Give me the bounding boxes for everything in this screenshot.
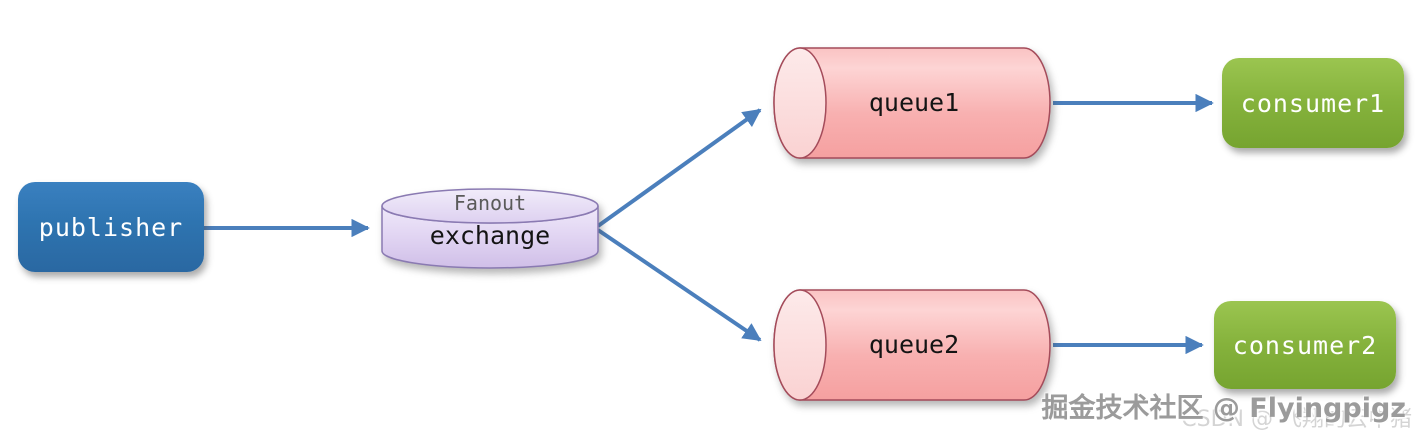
publisher-node: publisher <box>18 182 204 272</box>
consumer2-node: consumer2 <box>1214 301 1396 389</box>
publisher-label: publisher <box>38 212 184 242</box>
consumer1-node: consumer1 <box>1222 58 1404 148</box>
queue2-label: queue2 <box>868 330 960 359</box>
juejin-watermark: 掘金技术社区 @ Flyingpigz <box>1041 393 1406 424</box>
queue1-cylinder-shape <box>773 47 1051 159</box>
queue2-cylinder-shape <box>773 289 1051 401</box>
exchange-label: exchange <box>429 221 551 250</box>
exchange-cylinder-shape <box>381 188 599 269</box>
exchange-type-label: Fanout <box>453 191 527 215</box>
arrow-exchange-to-queue1 <box>596 108 762 228</box>
csdn-watermark: CSDN @ 飞翔的云中猪 <box>1181 407 1412 431</box>
consumer2-label: consumer2 <box>1232 330 1378 360</box>
queue1-label: queue1 <box>868 88 960 117</box>
arrow-exchange-to-queue2 <box>596 228 762 342</box>
consumer1-label: consumer1 <box>1240 88 1386 118</box>
